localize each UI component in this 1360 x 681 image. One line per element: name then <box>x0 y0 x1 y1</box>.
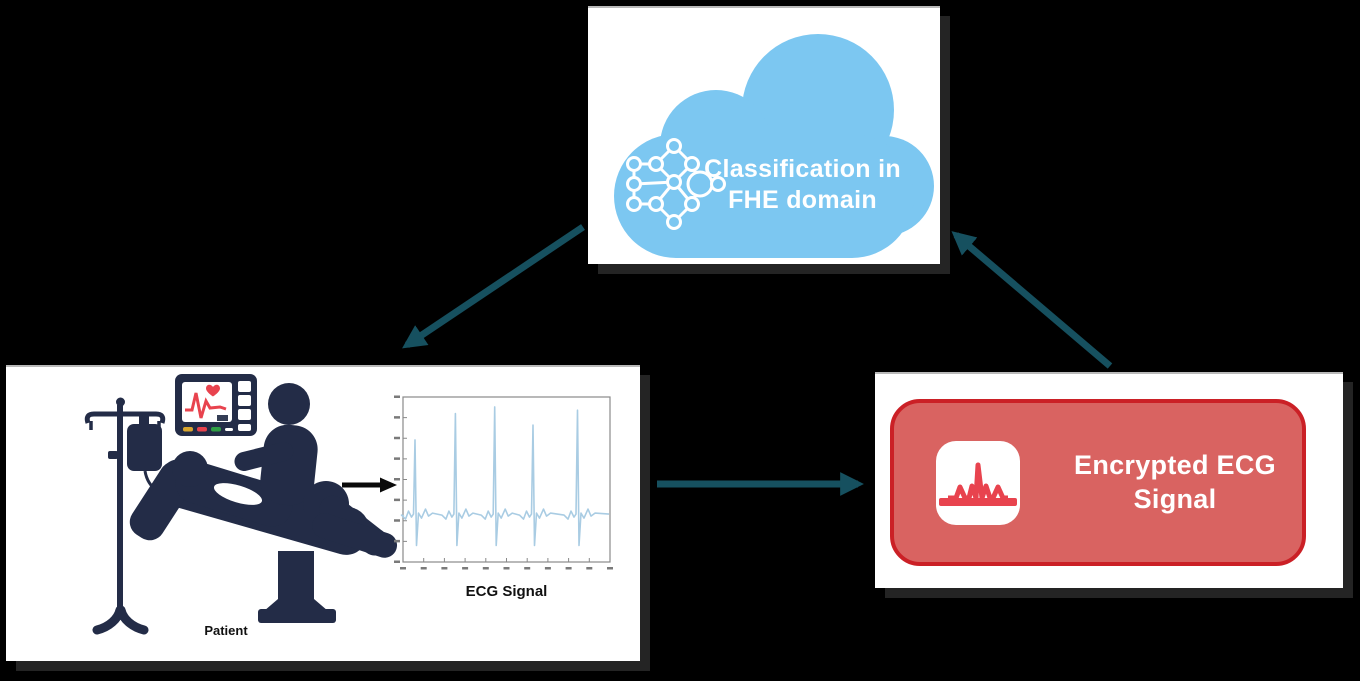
encrypted-node: Encrypted ECG Signal <box>875 372 1343 588</box>
iv-stand-icon <box>84 397 182 635</box>
patient-on-recliner-icon <box>129 383 398 623</box>
patient-monitor-icon <box>175 374 257 436</box>
cloud-node: Classification in FHE domain <box>588 6 940 264</box>
heartbeat-app-icon <box>936 440 1020 525</box>
ecg-signal-label: ECG Signal <box>465 583 548 600</box>
neural-network-icon <box>626 138 726 230</box>
cloud-shape <box>614 34 934 258</box>
cloud-label: Classification in FHE domain <box>704 155 901 214</box>
patient-scene <box>84 374 613 635</box>
encrypted-box: Encrypted ECG Signal <box>890 399 1306 566</box>
patient-label: Patient <box>204 623 248 638</box>
arrow-encrypted-to-cloud <box>951 231 1113 369</box>
cloud-icon <box>614 34 934 258</box>
right-arrow-icon <box>342 477 397 493</box>
ecg-plot <box>394 395 613 570</box>
arrow-cloud-to-patient <box>402 224 585 349</box>
patient-node: ECG Signal Patient <box>6 365 640 661</box>
caregiver-icon <box>234 383 318 506</box>
encrypted-label: Encrypted ECG Signal <box>1074 449 1276 514</box>
